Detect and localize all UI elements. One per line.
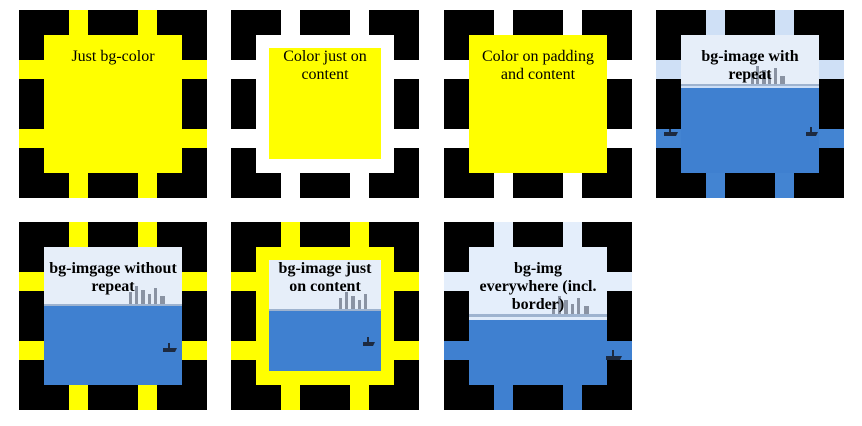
box-label: Color on padding and content [482,48,594,83]
bay-photo [19,222,207,410]
box-label: bg-img everywhere (incl. border) [479,260,597,313]
demo-box-color-padding: Color on padding and content [444,10,632,198]
box-label: bg-imgage without repeat [49,260,177,295]
bay-photo [656,10,844,198]
box-label: bg-image with repeat [701,48,799,83]
box-label: bg-image just on content [278,260,372,295]
demo-box-color-content: Color just on content [231,10,419,198]
demo-box-bg-image-no-repeat: bg-imgage without repeat [19,222,207,410]
box-label: Color just on content [283,48,367,83]
dashed-border [19,10,207,198]
demo-box-bg-image-repeat: bg-image with repeat [656,10,844,198]
dashed-border [231,10,419,198]
dashed-border [444,10,632,198]
demo-box-bg-image-content: bg-image just on content [231,222,419,410]
bay-photo [444,222,632,410]
bay-photo [231,222,419,410]
box-label: Just bg-color [71,48,155,65]
demo-box-bg-image-everywhere: bg-img everywhere (incl. border) [444,222,632,410]
demo-box-bg-color: Just bg-color [19,10,207,198]
